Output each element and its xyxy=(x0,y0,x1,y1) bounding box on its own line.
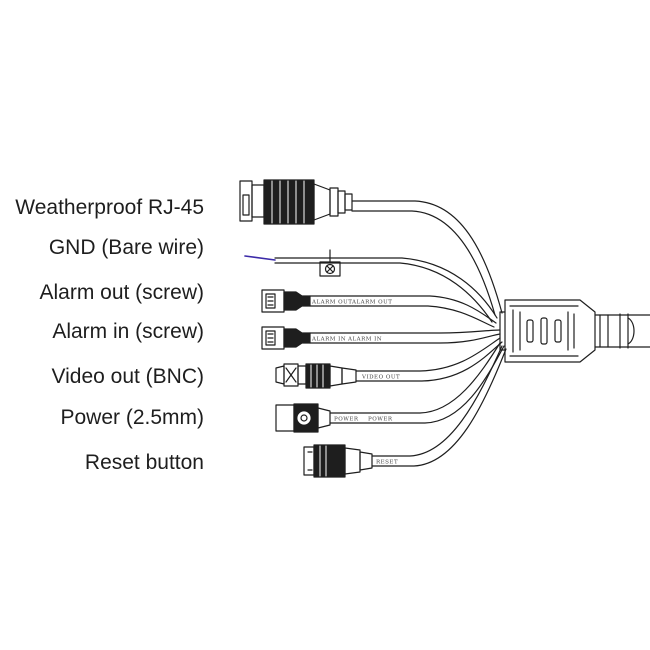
wire-label-alarm-in-2: ALARM IN xyxy=(347,337,382,343)
wire-label-power-1: POWER xyxy=(334,417,359,423)
label-gnd: GND (Bare wire) xyxy=(48,236,204,259)
wire-label-power-2: POWER xyxy=(368,417,393,423)
label-reset: Reset button xyxy=(84,451,204,474)
wire-alarm-out xyxy=(261,289,497,328)
label-alarm-in: Alarm in (screw) xyxy=(52,320,204,343)
rj45-connector xyxy=(239,179,353,225)
junction-block xyxy=(499,299,596,363)
trunk-cable xyxy=(589,313,650,349)
label-power: Power (2.5mm) xyxy=(60,406,204,429)
wire-label-video-out: VIDEO OUT xyxy=(361,375,400,381)
wire-power xyxy=(275,342,505,433)
wire-label-reset: RESET xyxy=(376,460,398,466)
label-alarm-out: Alarm out (screw) xyxy=(39,281,204,304)
wire-reset xyxy=(303,345,507,478)
wire-label-alarm-in-1: ALARM IN xyxy=(311,337,346,343)
label-rj45: Weatherproof RJ-45 xyxy=(15,196,204,219)
wire-label-alarm-out-2: ALARM OUT xyxy=(351,300,392,306)
wire-video-out xyxy=(275,337,503,389)
label-video-out: Video out (BNC) xyxy=(51,365,204,388)
wire-rj45 xyxy=(351,200,503,316)
wire-gnd xyxy=(244,249,498,323)
wire-label-alarm-out-1: ALARM OUT xyxy=(311,300,352,306)
wire-alarm-in xyxy=(261,326,501,350)
